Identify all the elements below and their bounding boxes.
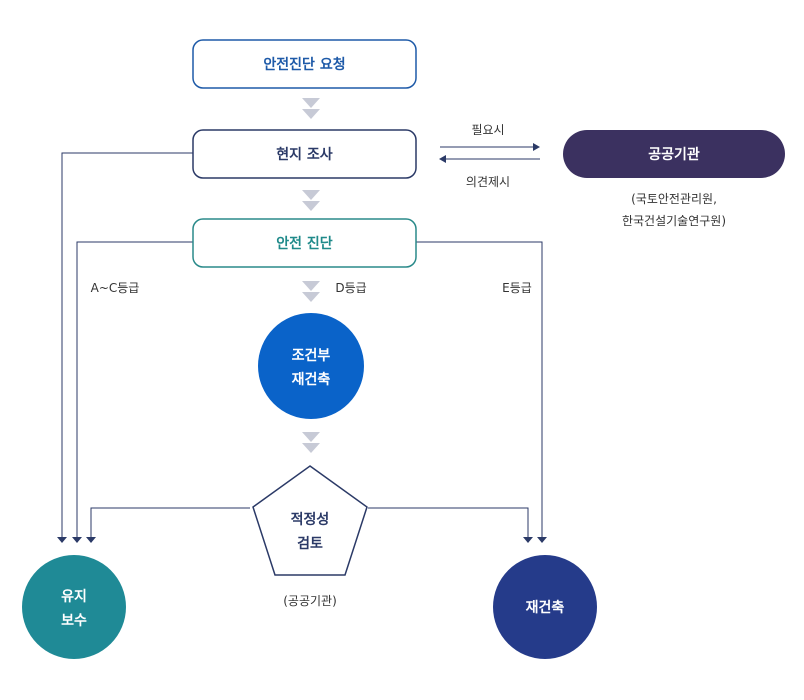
rebuild-label: 재건축 xyxy=(526,599,565,616)
review-line1: 적정성 xyxy=(291,511,330,528)
chevron-1a xyxy=(302,98,320,108)
maintain-line2: 보수 xyxy=(61,613,87,629)
chevron-4a xyxy=(302,432,320,442)
public-agency-note-line2: 한국건설기술연구원) xyxy=(622,214,726,228)
arrowhead-e-rebuild xyxy=(537,537,547,543)
arrowhead-ac-maintain xyxy=(72,537,82,543)
down-chevrons xyxy=(302,98,320,453)
grade-d-label: D등급 xyxy=(335,281,366,295)
public-agency-note-line1: (국토안전관리원, xyxy=(631,192,717,206)
arrowhead-review-maintain xyxy=(86,537,96,543)
grade-e-line xyxy=(416,241,543,538)
arrowhead-review-rebuild xyxy=(523,537,533,543)
arrowheads xyxy=(57,143,547,543)
review-to-maintain-line xyxy=(90,507,250,538)
review-note: (공공기관) xyxy=(283,594,337,608)
arrowhead-opinion xyxy=(439,155,446,163)
review-to-rebuild-line xyxy=(368,507,529,538)
conditional-line2: 재건축 xyxy=(292,371,331,388)
review-pentagon xyxy=(252,465,368,576)
grade-ac-line xyxy=(76,241,193,538)
chevron-1b xyxy=(302,109,320,119)
connectors xyxy=(61,146,543,538)
diagnosis-box xyxy=(192,218,417,268)
arrowhead-if-needed xyxy=(533,143,540,151)
survey-box xyxy=(192,129,417,179)
survey-to-maintain-line xyxy=(61,152,193,538)
conditional-line1: 조건부 xyxy=(292,347,331,364)
survey-label: 현지 조사 xyxy=(276,147,333,163)
rebuild-circle xyxy=(493,555,597,659)
review-line2: 검토 xyxy=(297,535,323,552)
chevron-3b xyxy=(302,292,320,302)
maintain-circle xyxy=(22,555,126,659)
chevron-2a xyxy=(302,190,320,200)
if-needed-label: 필요시 xyxy=(471,123,504,137)
chevron-2b xyxy=(302,201,320,211)
diagnosis-label: 안전 진단 xyxy=(276,235,333,252)
grade-e-label: E등급 xyxy=(502,281,532,295)
maintain-line1: 유지 xyxy=(61,589,87,605)
opinion-label: 의견제시 xyxy=(466,175,510,189)
request-label: 안전진단 요청 xyxy=(263,56,345,73)
chevron-4b xyxy=(302,443,320,453)
public-agency-box xyxy=(563,130,785,178)
chevron-3a xyxy=(302,281,320,291)
public-agency-label: 공공기관 xyxy=(648,146,700,163)
conditional-rebuild-circle xyxy=(258,313,364,419)
arrowhead-survey-maintain xyxy=(57,537,67,543)
request-box xyxy=(192,39,417,89)
grade-ac-label: A~C등급 xyxy=(91,281,140,295)
